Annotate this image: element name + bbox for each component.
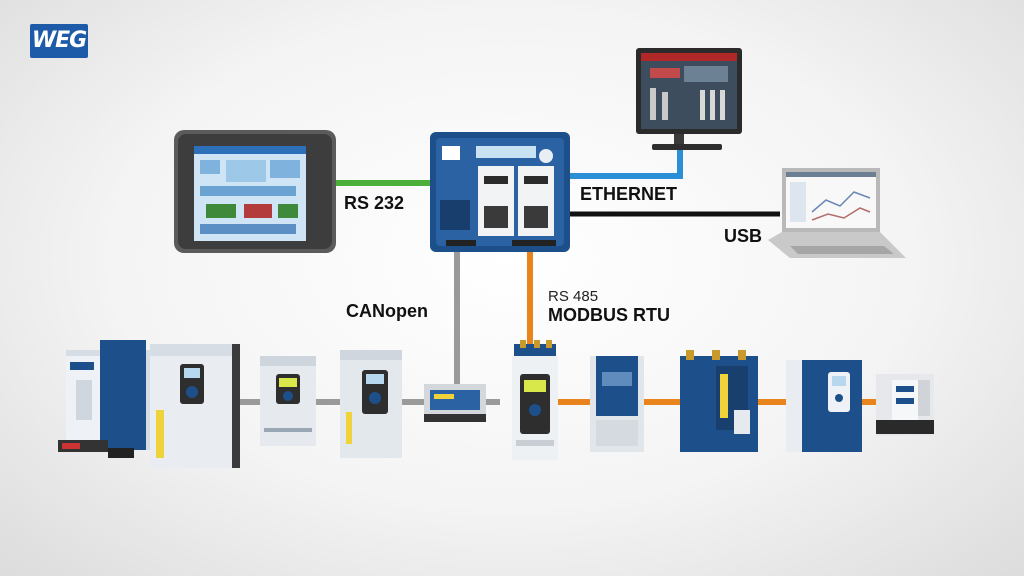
usb-label: USB <box>724 226 763 246</box>
ethernet-line <box>570 148 683 179</box>
soft-starter <box>512 340 558 460</box>
frequency-inverter-large <box>150 344 240 468</box>
soft-starter-compact <box>590 356 644 452</box>
weg-logo: WEG <box>30 24 88 58</box>
frequency-inverter-medium <box>340 350 402 458</box>
rs232-label: RS 232 <box>344 193 405 213</box>
ethernet-label: ETHERNET <box>580 184 678 204</box>
frequency-inverter-small <box>260 356 316 446</box>
scada-monitor <box>636 48 742 150</box>
laptop <box>768 168 906 258</box>
canopen-label: CANopen <box>346 301 428 321</box>
modbus-label: MODBUS RTU <box>548 305 670 325</box>
canopen-io-module <box>424 384 486 422</box>
plc-controller <box>430 132 570 252</box>
remote-io-module <box>876 374 934 436</box>
soft-starter-large <box>680 350 758 452</box>
rs485-label: RS 485 <box>548 288 599 305</box>
hmi-touch-panel <box>174 130 336 253</box>
servo-drive <box>58 340 150 458</box>
frequency-inverter-cabinet <box>786 360 862 452</box>
